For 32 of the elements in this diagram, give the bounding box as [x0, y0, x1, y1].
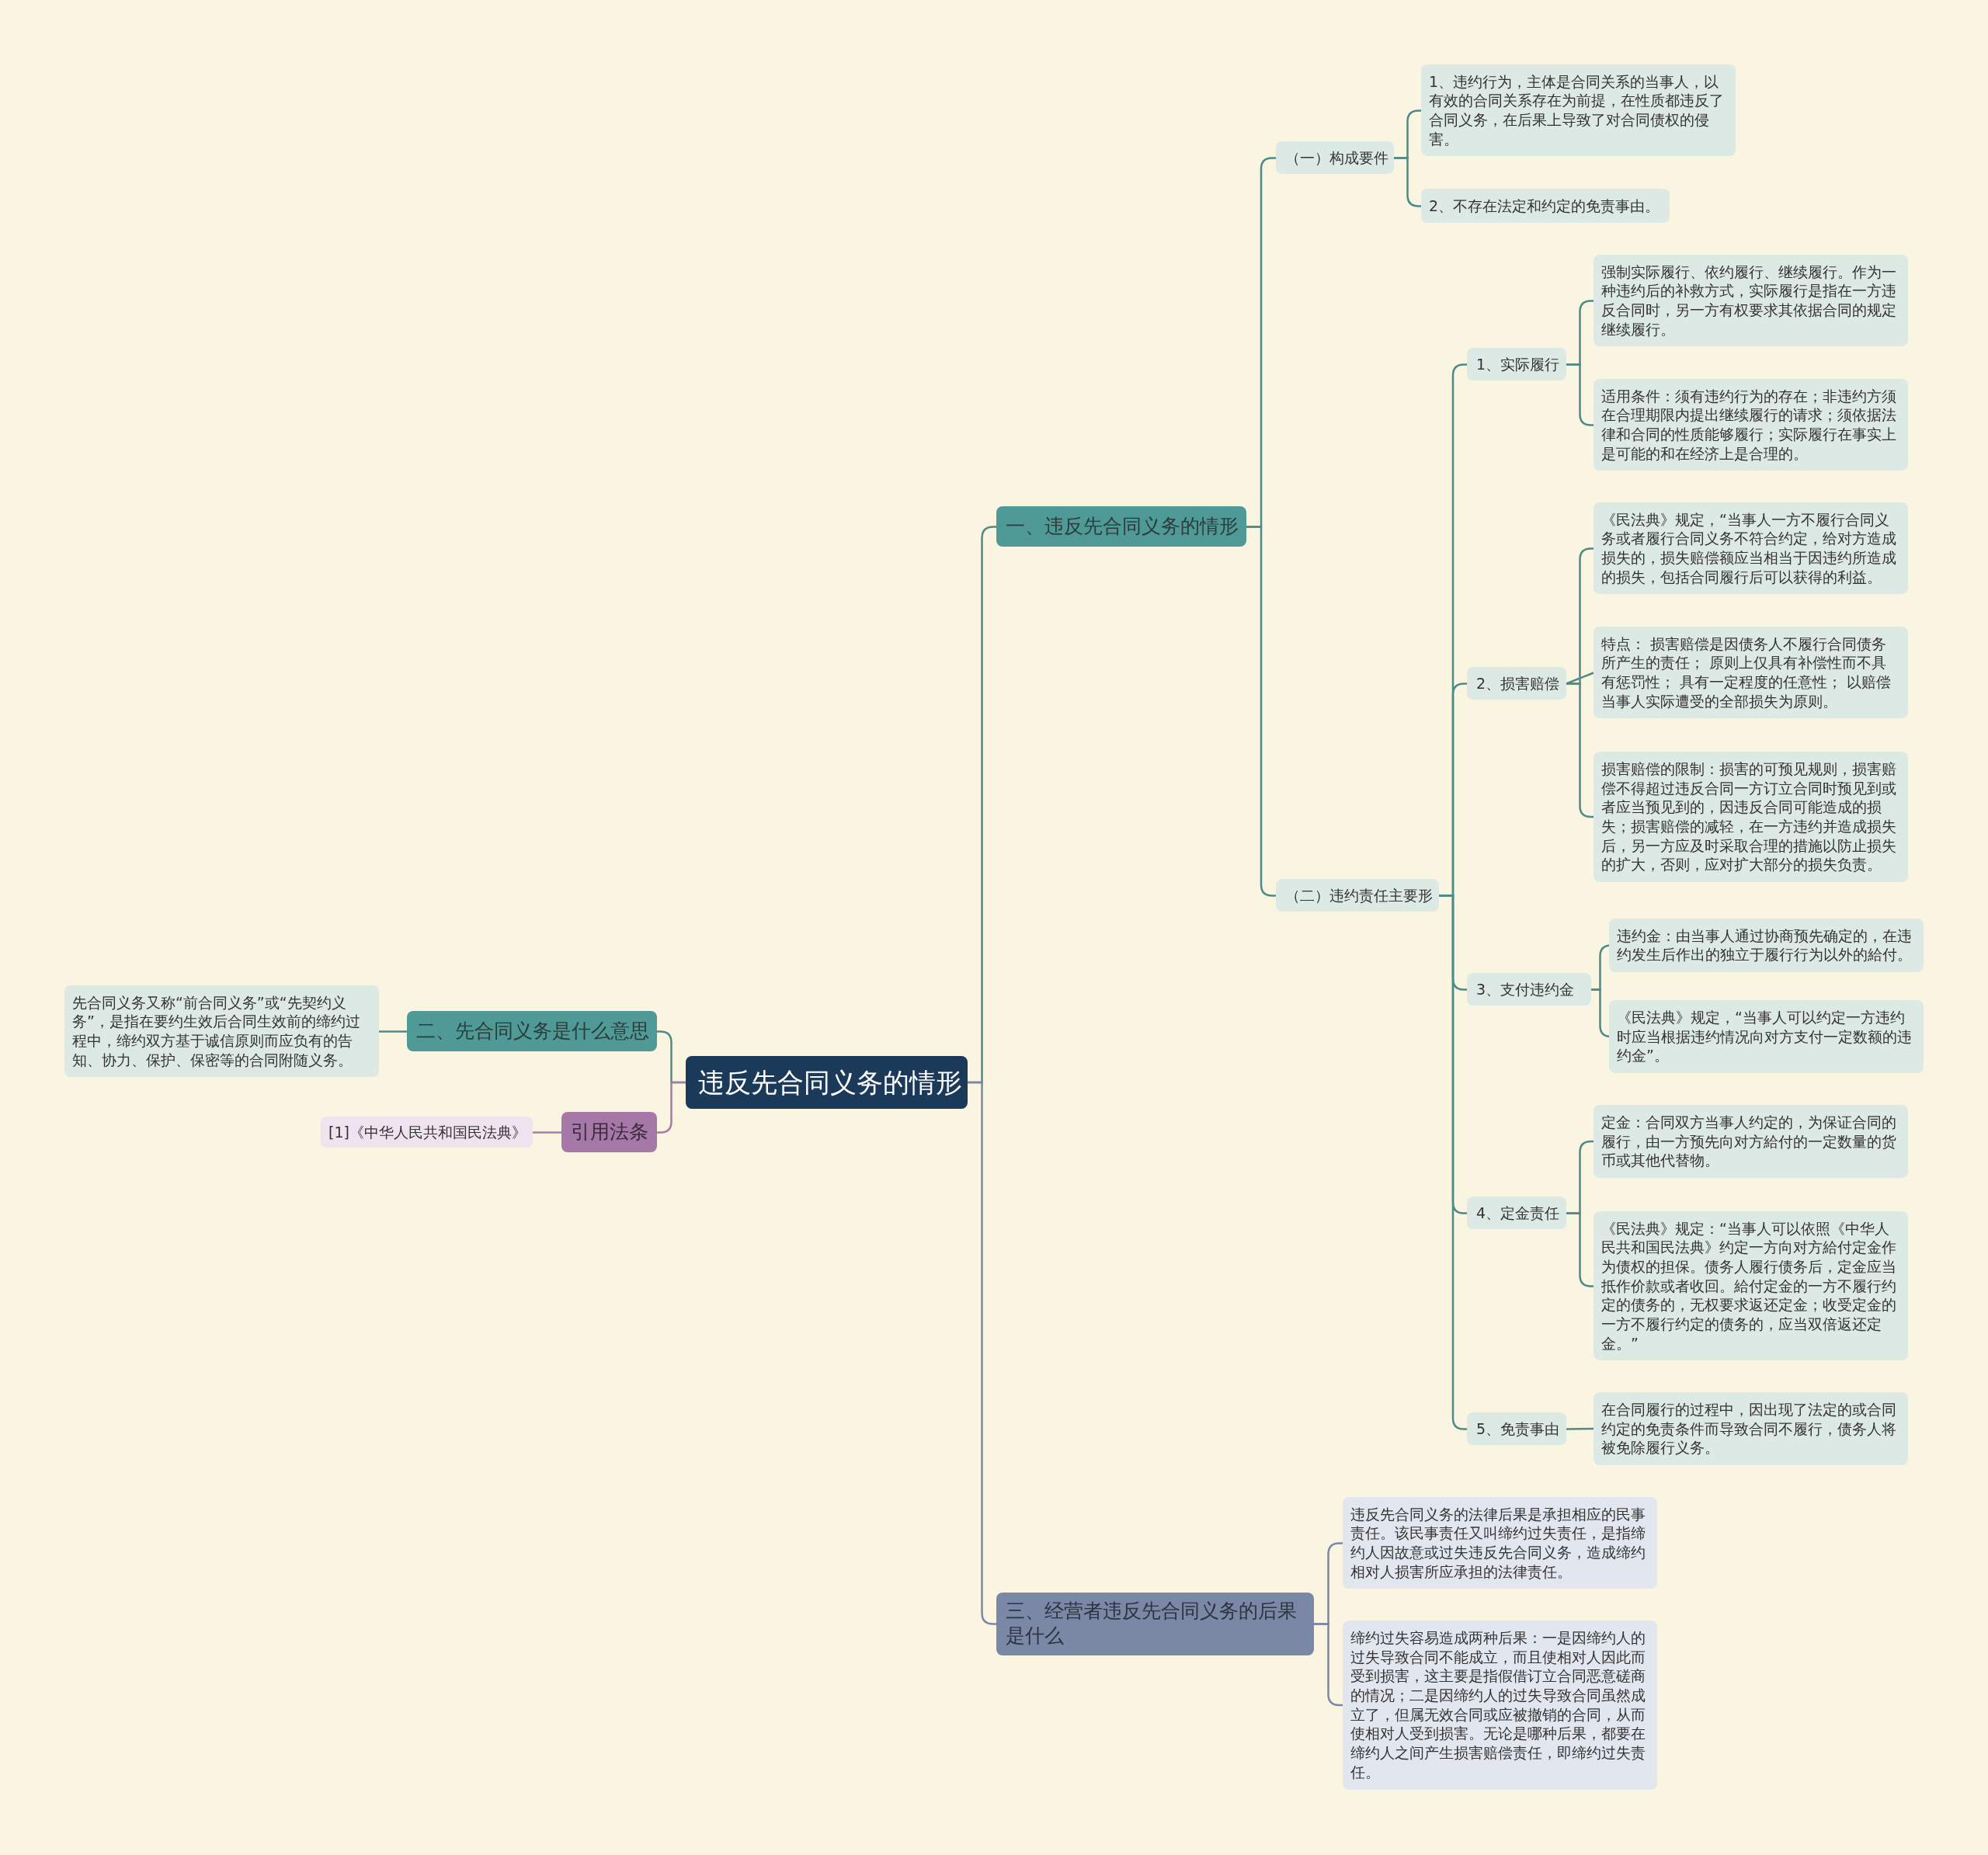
connector-line — [379, 1030, 407, 1033]
note-card: 《民法典》规定：“当事人可以依照《中华人民共和国民法典》约定一方向对方給付定金作为债权的担保。债务人履行债务后，定金应当抵作价款或者收回。給付定金的一方不履行约定的债务的，无权要求返还定金；收受定金的一方不履行约定的债务的，应当双倍返还定金。” — [1594, 1211, 1908, 1361]
note-card: [1]《中华人民共和国民法典》 — [321, 1116, 533, 1148]
subtopic-box: （二）违约责任主要形 — [1276, 878, 1439, 912]
topic-box: 三、经营者违反先合同义务的后果是什么 — [996, 1592, 1314, 1655]
subtopic-box: 3、支付违约金 — [1467, 972, 1591, 1006]
topic-box: 一、违反先合同义务的情形 — [996, 505, 1246, 547]
note-card: 《民法典》规定，“当事人一方不履行合同义务或者履行合同义务不符合约定，给对方造成损失的，损失赔偿额应当相当于因违约所造成的损失，包括合同履行后可以获得的利益。 — [1594, 502, 1908, 595]
note-card: 1、违约行为，主体是合同关系的当事人，以有效的合同关系存在为前提，在性质都违反了合同义务，在后果上导致了对合同债权的侵害。 — [1421, 64, 1736, 157]
central-topic: 违反先合同义务的情形 — [686, 1056, 968, 1110]
note-card: 定金：合同双方当事人约定的，为保证合同的履行，由一方预先向对方給付的一定数量的货币或其他代替物。 — [1594, 1105, 1908, 1179]
connector-line — [533, 1131, 561, 1134]
subtopic-box: 5、免责事由 — [1467, 1412, 1566, 1446]
note-card: 在合同履行的过程中，因出现了法定的或合同约定的免责条件而导致合同不履行，债务人将被免除履行义务。 — [1594, 1392, 1908, 1466]
connector-line — [1566, 672, 1594, 685]
topic-box: 二、先合同义务是什么意思 — [407, 1010, 657, 1051]
connector-line — [1566, 1427, 1594, 1430]
note-card: 强制实际履行、依约履行、继续履行。作为一种违约后的补救方式，实际履行是指在一方违反合同时，另一方有权要求其依据合同的规定继续履行。 — [1594, 254, 1908, 347]
subtopic-box: 2、损害赔偿 — [1467, 666, 1566, 700]
note-card: 违约金：由当事人通过协商预先确定的，在违约发生后作出的独立于履行行为以外的給付。 — [1609, 918, 1924, 972]
note-card: 损害赔偿的限制：损害的可预见规则，损害赔偿不得超过违反合同一方订立合同时预见到或者应当预见到的，因违反合同可能造成的损失；损害赔偿的减轻，在一方违约并造成损失后，另一方应及时采取合理的措施以防止损失的扩大，否则，应对扩大部分的损失负责。 — [1594, 752, 1908, 883]
note-card: 违反先合同义务的法律后果是承担相应的民事责任。该民事责任又叫缔约过失责任，是指缔约人因故意或过失违反先合同义务，造成缔约相对人损害所应承担的法律责任。 — [1343, 1496, 1657, 1589]
note-card: 2、不存在法定和约定的免责事由。 — [1421, 188, 1670, 224]
subtopic-box: 1、实际履行 — [1467, 347, 1566, 381]
note-card: 《民法典》规定，“当事人可以约定一方违约时应当根据违约情况向对方支付一定数额的违约金”。 — [1609, 1000, 1924, 1074]
topic-box: 引用法条 — [561, 1111, 657, 1152]
note-card: 特点： 损害赔偿是因债务人不履行合同债务所产生的责任； 原则上仅具有补偿性而不具有惩罚性； 具有一定程度的任意性； 以赔偿当事人实际遭受的全部损失为原则。 — [1594, 626, 1908, 719]
subtopic-box: （一）构成要件 — [1276, 141, 1394, 175]
note-card: 先合同义务又称“前合同义务”或“先契约义务”，是指在要约生效后合同生效前的缔约过程中，缔约双方基于诚信原则而应负有的告知、协力、保护、保密等的合同附随义务。 — [64, 985, 379, 1078]
subtopic-box: 4、定金责任 — [1467, 1196, 1566, 1230]
note-card: 适用条件：须有违约行为的存在；非违约方须在合理期限内提出继续履行的请求；须依据法律和合同的性质能够履行；实际履行在事实上是可能的和在经济上是合理的。 — [1594, 378, 1908, 471]
note-card: 缔约过失容易造成两种后果：一是因缔约人的过失导致合同不能成立，而且使相对人因此而受到损害，这主要是指假借订立合同恶意磋商的情况；二是因缔约人的过失导致合同虽然成立了，但属无效合同或应被撤销的合同，从而使相对人受到损害。无论是哪种后果，都要在缔约人之间产生损害赔偿责任，即缔约过失责任。 — [1343, 1621, 1657, 1790]
